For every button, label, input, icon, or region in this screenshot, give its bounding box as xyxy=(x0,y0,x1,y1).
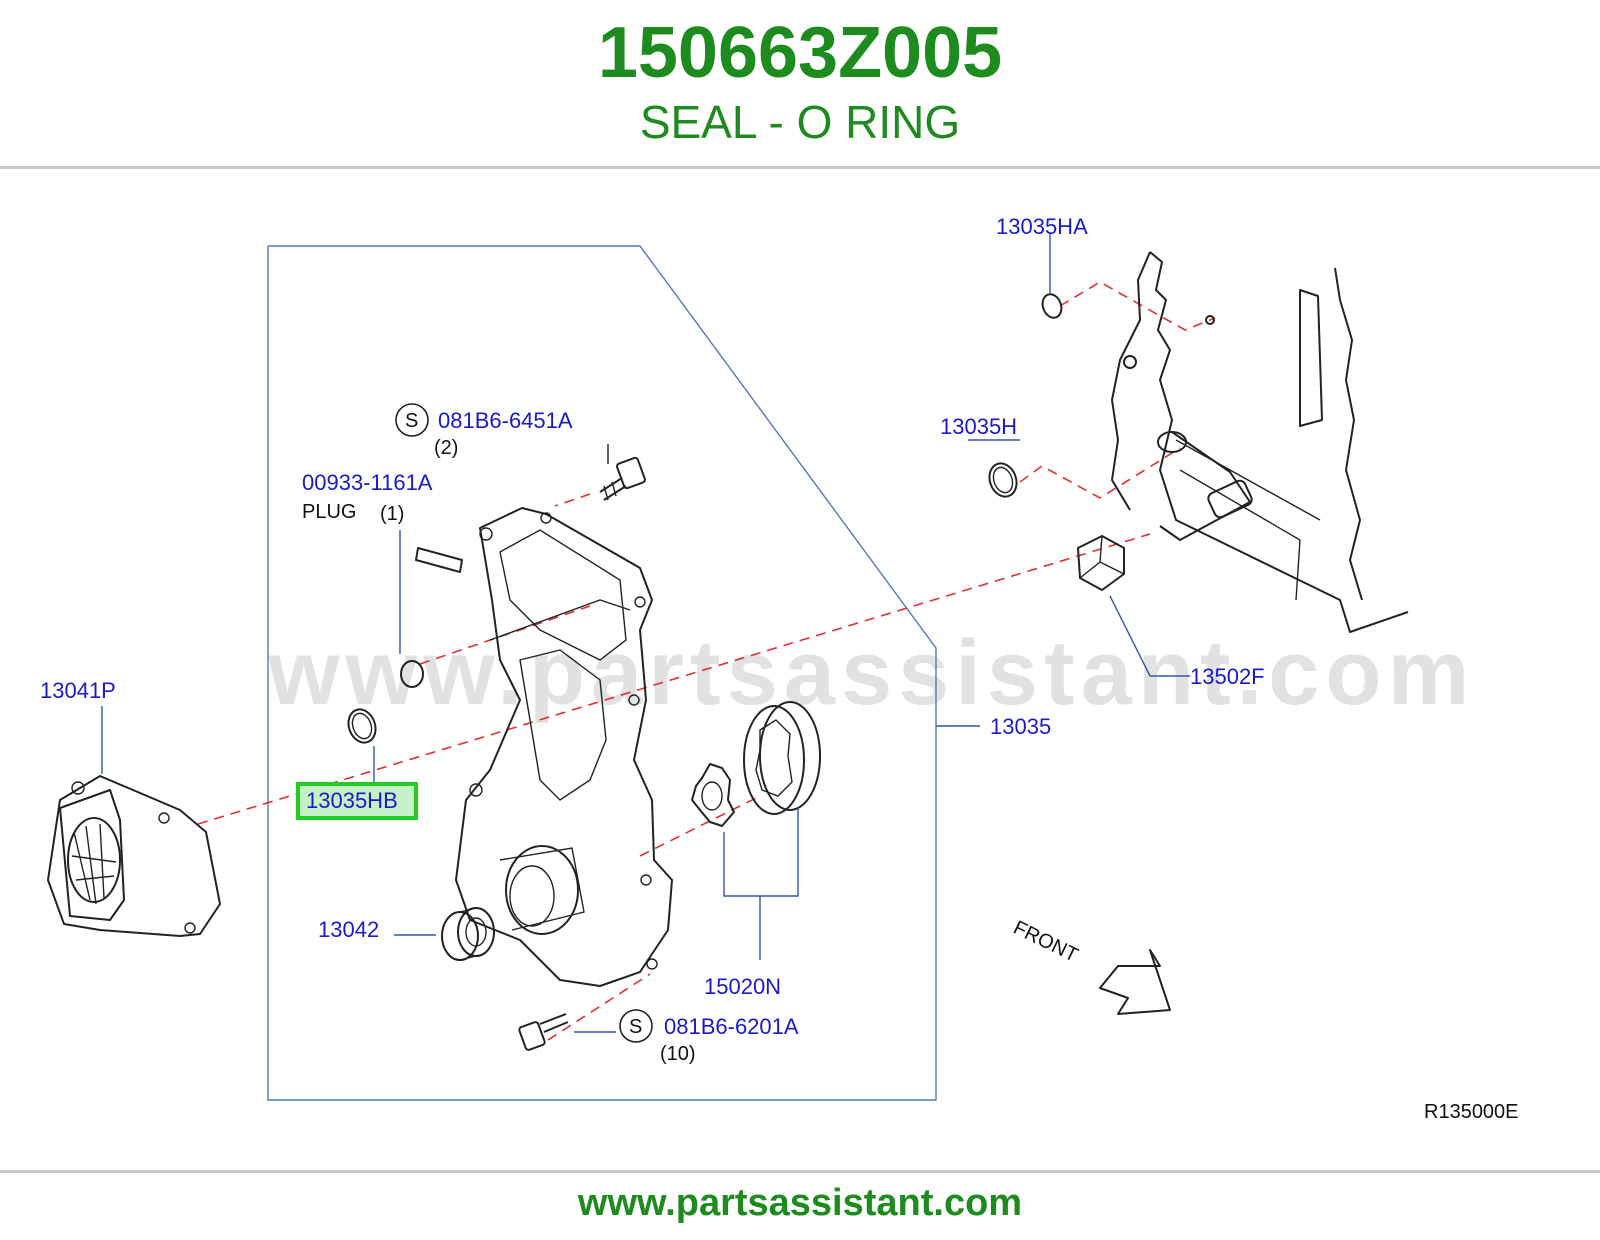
assembly-frame xyxy=(267,245,937,1101)
callout-13502F[interactable]: 13502F xyxy=(1190,664,1265,689)
s-badge-top-text: S xyxy=(405,410,418,432)
oil-pump-rotor-15020N xyxy=(691,701,821,827)
bolt-top xyxy=(599,444,646,501)
o-ring-13035HA xyxy=(1041,293,1063,319)
axis-13035HA xyxy=(1059,281,1216,331)
bolt-top-qty: (2) xyxy=(434,437,458,459)
leader-13502F xyxy=(1109,595,1190,677)
plug-name: PLUG xyxy=(302,501,356,523)
collar-13502F xyxy=(1077,535,1125,591)
part-name-subtitle: SEAL - O RING xyxy=(639,96,961,148)
oil-seal-13042 xyxy=(441,907,495,961)
plug-qty: (1) xyxy=(380,503,404,525)
engine-block-gasket xyxy=(1111,251,1409,633)
front-label: FRONT xyxy=(1010,917,1082,967)
footer-url[interactable]: www.partsassistant.com xyxy=(577,1182,1023,1224)
callout-plug[interactable]: 00933-1161A xyxy=(302,470,433,495)
o-ring-13035H xyxy=(988,462,1018,498)
axis-bolt-bottom xyxy=(547,973,651,1041)
axis-bolt-top xyxy=(554,493,591,507)
header-divider xyxy=(0,166,1600,169)
cover-13041P xyxy=(47,775,221,937)
watermark-text: www.partsassistant.com xyxy=(267,622,1475,724)
parts-diagram: www.partsassistant.com xyxy=(0,170,1600,1170)
o-ring-13035HB xyxy=(347,708,377,744)
callout-13035H[interactable]: 13035H xyxy=(940,414,1017,439)
callout-13035HB[interactable]: 13035HB xyxy=(306,788,398,813)
front-arrow-icon: FRONT xyxy=(1010,917,1171,1015)
reference-code: R135000E xyxy=(1424,1101,1519,1123)
callout-13041P[interactable]: 13041P xyxy=(40,678,116,703)
gasket-strip xyxy=(415,547,463,573)
callout-13042[interactable]: 13042 xyxy=(318,917,379,942)
callout-15020N[interactable]: 15020N xyxy=(704,974,781,999)
axis-13035H xyxy=(1019,447,1181,499)
s-badge-bottom-text: S xyxy=(629,1016,642,1038)
front-timing-cover-13035 xyxy=(455,507,673,987)
plug-00933-1161A xyxy=(400,660,424,688)
axis-pump xyxy=(639,795,761,857)
axis-main xyxy=(197,533,1151,825)
bolt-bottom-qty: (10) xyxy=(660,1043,696,1065)
bolt-bottom xyxy=(518,1013,569,1051)
callout-bolt-bottom[interactable]: 081B6-6201A xyxy=(664,1014,799,1039)
callout-13035HA[interactable]: 13035HA xyxy=(996,214,1088,239)
page-header: 150663Z005 SEAL - O RING xyxy=(0,0,1600,168)
s-badge-bottom xyxy=(619,1009,653,1043)
s-badge-top xyxy=(395,403,429,437)
callout-13035[interactable]: 13035 xyxy=(990,714,1051,739)
footer-divider xyxy=(0,1170,1600,1173)
part-number-title: 150663Z005 xyxy=(597,13,1003,93)
leader-15020N-bracket xyxy=(723,808,799,897)
highlight-box-13035HB xyxy=(296,782,418,820)
callout-bolt-top[interactable]: 081B6-6451A xyxy=(438,408,573,433)
